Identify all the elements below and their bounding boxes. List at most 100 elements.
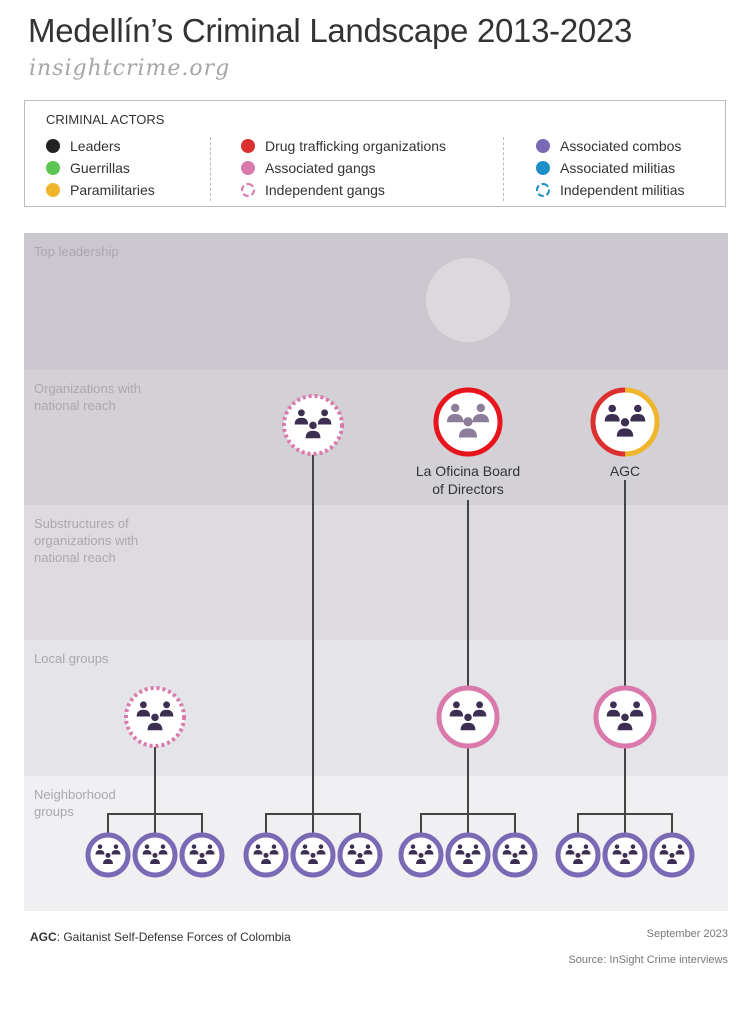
- person-head-icon: [113, 844, 119, 849]
- person-head-icon: [476, 701, 484, 709]
- footnote: AGC: Gaitanist Self-Defense Forces of Co…: [30, 930, 291, 944]
- person-body-icon: [628, 850, 638, 855]
- person-head-icon: [567, 844, 573, 849]
- person-head-icon: [622, 852, 628, 858]
- person-body-icon: [147, 722, 163, 731]
- associated-combo-node-icon: [502, 844, 528, 864]
- person-head-icon: [263, 852, 269, 858]
- person-body-icon: [317, 417, 332, 425]
- person-body-icon: [617, 722, 633, 731]
- person-body-icon: [136, 709, 151, 717]
- person-body-icon: [616, 428, 634, 437]
- person-head-icon: [633, 701, 641, 709]
- person-body-icon: [455, 850, 465, 855]
- person-head-icon: [309, 421, 317, 430]
- person-head-icon: [504, 844, 510, 849]
- legend-swatch-icon: [536, 183, 550, 197]
- person-head-icon: [349, 844, 355, 849]
- associated-combo-node-icon: [300, 844, 326, 864]
- person-body-icon: [261, 859, 271, 864]
- person-head-icon: [426, 844, 432, 849]
- leadership-circle: [426, 258, 510, 342]
- person-body-icon: [502, 850, 512, 855]
- associated-gang-node-icon: [606, 701, 644, 731]
- person-body-icon: [103, 859, 113, 864]
- date: September 2023: [646, 928, 728, 940]
- person-body-icon: [510, 859, 520, 864]
- person-head-icon: [271, 844, 277, 849]
- person-head-icon: [614, 844, 620, 849]
- person-head-icon: [465, 852, 471, 858]
- person-head-icon: [583, 844, 589, 849]
- person-head-icon: [318, 844, 324, 849]
- page-title: Medellín’s Criminal Landscape 2013-2023: [28, 12, 633, 49]
- person-body-icon: [150, 859, 160, 864]
- legend-item: Paramilitaries: [46, 179, 155, 201]
- person-head-icon: [463, 417, 473, 427]
- band-label: Organizations with national reach: [34, 381, 141, 413]
- independent-gang-national-node-icon: [294, 409, 332, 439]
- person-body-icon: [142, 850, 152, 855]
- person-body-icon: [573, 859, 583, 864]
- person-body-icon: [581, 850, 591, 855]
- associated-combo-node-icon: [455, 844, 481, 864]
- legend-label: Independent militias: [560, 182, 685, 198]
- legend-swatch-icon: [46, 183, 60, 197]
- associated-combo-node-icon: [189, 844, 215, 864]
- person-body-icon: [471, 850, 481, 855]
- legend-label: Leaders: [70, 138, 121, 154]
- person-head-icon: [677, 844, 683, 849]
- legend-label: Associated militias: [560, 160, 676, 176]
- board-members-icon: [446, 403, 490, 438]
- person-body-icon: [460, 722, 476, 731]
- person-head-icon: [410, 844, 416, 849]
- person-head-icon: [97, 844, 103, 849]
- person-head-icon: [160, 844, 166, 849]
- band-label: Top leadership: [34, 244, 119, 259]
- person-body-icon: [446, 414, 464, 423]
- person-body-icon: [294, 417, 309, 425]
- legend-label: Guerrillas: [70, 160, 130, 176]
- person-head-icon: [464, 713, 472, 722]
- person-head-icon: [661, 844, 667, 849]
- person-head-icon: [310, 852, 316, 858]
- band-label: Neighborhood groups: [34, 787, 116, 819]
- associated-gang-node-icon: [449, 701, 487, 731]
- person-head-icon: [621, 713, 629, 722]
- person-body-icon: [612, 850, 622, 855]
- person-head-icon: [199, 852, 205, 858]
- person-head-icon: [608, 404, 616, 413]
- person-body-icon: [659, 850, 669, 855]
- person-head-icon: [473, 844, 479, 849]
- person-head-icon: [302, 844, 308, 849]
- person-body-icon: [158, 850, 168, 855]
- person-head-icon: [151, 713, 159, 722]
- person-head-icon: [669, 852, 675, 858]
- footnote-text: : Gaitanist Self-Defense Forces of Colom…: [56, 930, 291, 944]
- person-body-icon: [347, 850, 357, 855]
- person-body-icon: [675, 850, 685, 855]
- person-body-icon: [408, 850, 418, 855]
- legend-label: Associated gangs: [265, 160, 376, 176]
- legend-item: Associated gangs: [241, 157, 446, 179]
- associated-combo-node-icon: [347, 844, 373, 864]
- person-body-icon: [269, 850, 279, 855]
- legend-divider: [210, 137, 211, 201]
- person-body-icon: [95, 850, 105, 855]
- legend-swatch-icon: [46, 139, 60, 153]
- person-head-icon: [634, 404, 642, 413]
- person-body-icon: [111, 850, 121, 855]
- associated-combo-node-icon: [95, 844, 121, 864]
- associated-combo-node-icon: [565, 844, 591, 864]
- legend-item: Drug trafficking organizations: [241, 135, 446, 157]
- legend-swatch-icon: [241, 183, 255, 197]
- person-body-icon: [363, 850, 373, 855]
- person-body-icon: [416, 859, 426, 864]
- person-head-icon: [620, 418, 630, 427]
- associated-combo-node-icon: [659, 844, 685, 864]
- person-body-icon: [159, 709, 174, 717]
- person-head-icon: [321, 409, 329, 417]
